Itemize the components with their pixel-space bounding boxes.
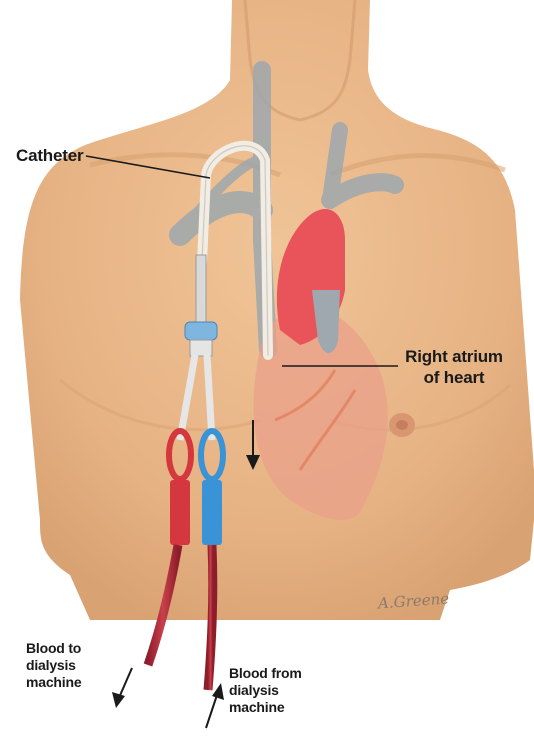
- blood-from-line-2: dialysis: [229, 682, 302, 699]
- catheter-hub: [185, 322, 217, 340]
- torso-illustration: [20, 0, 534, 620]
- blood-from-machine-label: Blood from dialysis machine: [229, 665, 302, 716]
- blood-to-line-1: Blood to: [26, 640, 81, 657]
- right-atrium-label-line-1: Right atrium: [400, 347, 508, 368]
- blood-to-machine-label: Blood to dialysis machine: [26, 640, 81, 691]
- torso-body: [20, 0, 534, 620]
- right-atrium-label-line-2: of heart: [400, 368, 508, 389]
- blood-from-line-1: Blood from: [229, 665, 302, 682]
- nipple-center: [396, 420, 408, 430]
- blood-to-line-2: dialysis: [26, 657, 81, 674]
- catheter-split: [190, 340, 212, 356]
- arterial-connector: [170, 480, 190, 545]
- venous-extension-line: [207, 355, 212, 440]
- right-subclavian-vein: [330, 130, 340, 200]
- blood-to-line-3: machine: [26, 674, 81, 691]
- blood-from-line-3: machine: [229, 699, 302, 716]
- venous-tube: [208, 545, 213, 690]
- right-atrium-label: Right atrium of heart: [400, 347, 508, 388]
- arrow-to-machine-icon: [112, 668, 132, 708]
- venous-connector: [202, 480, 222, 545]
- catheter-shaft: [196, 255, 206, 325]
- catheter-label: Catheter: [16, 146, 83, 167]
